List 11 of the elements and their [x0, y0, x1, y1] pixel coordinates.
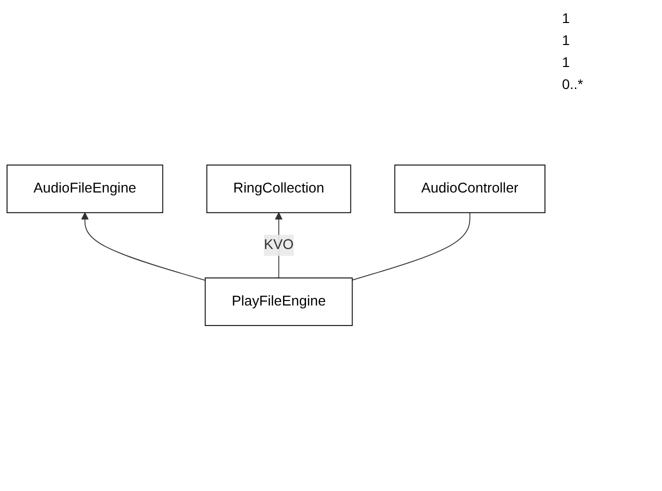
multiplicity-label: 1 [562, 32, 571, 48]
node-box: PlayFileEngine [204, 278, 353, 326]
connector [352, 212, 470, 281]
multiplicity-label: 1 [562, 54, 571, 70]
multiplicity-label: 0..* [562, 76, 584, 92]
node-box: AudioFileEngine [6, 164, 164, 214]
arrow [81, 212, 206, 281]
edge-label: KVO [264, 238, 294, 253]
node-box: RingCollection [206, 164, 352, 214]
multiplicity-label: 1 [562, 10, 571, 26]
node-box: AudioController [394, 164, 546, 214]
